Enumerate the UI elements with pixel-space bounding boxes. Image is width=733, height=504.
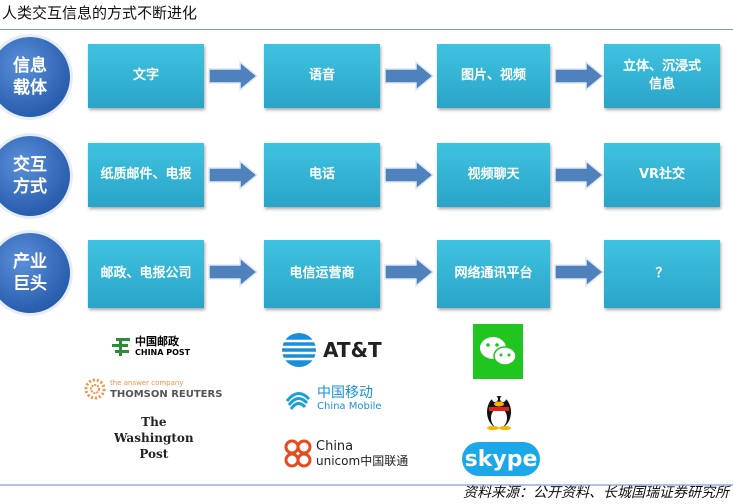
arrow-right-icon [384, 60, 435, 92]
logo-text: Post [139, 447, 169, 461]
page-title: 人类交互信息的方式不断进化 [2, 4, 198, 22]
qq-penguin-icon [487, 396, 511, 430]
row-label-circle: 信息 载体 [0, 37, 70, 117]
unicom-knot-icon [284, 439, 312, 468]
logo-text: 中国邮政 [135, 335, 179, 348]
logo-text: unicom [316, 454, 361, 468]
logo-text: the answer company [110, 379, 184, 387]
step-box: 纸质邮件、电报 [88, 143, 204, 207]
logo-text: China [316, 439, 354, 454]
arrow-right-icon [208, 159, 259, 191]
logo-text: Washington [114, 431, 194, 445]
step-box: 电信运营商 [264, 240, 380, 308]
reuters-dots-icon [84, 378, 106, 400]
step-box: 网络通讯平台 [437, 240, 550, 308]
logo-text: 中国移动 [317, 385, 373, 401]
skype-logo: skype [462, 442, 540, 476]
step-box: VR社交 [604, 143, 720, 207]
step-box: 邮政、电报公司 [88, 240, 204, 308]
divider [0, 484, 733, 486]
arrow-right-icon [554, 159, 605, 191]
step-box: ？ [604, 240, 720, 308]
step-box: 视频聊天 [437, 143, 550, 207]
row-label-circle: 产业 巨头 [0, 233, 70, 313]
logo-text: THOMSON REUTERS [110, 389, 223, 400]
row-label-circle: 交互 方式 [0, 136, 70, 216]
att-logo: AT&T [281, 332, 382, 368]
logo-text: AT&T [323, 338, 382, 362]
wechat-logo [473, 324, 523, 379]
logo-text: The [141, 415, 167, 429]
step-box: 文字 [88, 44, 204, 108]
wechat-icon [480, 336, 517, 366]
logo-text: CHINA POST [135, 348, 191, 357]
logo-text: skype [464, 446, 538, 472]
arrow-right-icon [208, 256, 259, 288]
qq-logo [485, 388, 513, 430]
china-mobile-icon [285, 392, 311, 410]
china-post-icon [112, 338, 130, 356]
arrow-right-icon [384, 159, 435, 191]
arrow-right-icon [554, 256, 605, 288]
step-box: 立体、沉浸式 信息 [604, 44, 720, 108]
arrow-right-icon [554, 60, 605, 92]
logo-text: 中国联通 [360, 454, 409, 468]
source-note: 资料来源：公开资料、长城国瑞证券研究所 [463, 485, 729, 501]
logo-text: China Mobile [317, 401, 382, 412]
step-box: 图片、视频 [437, 44, 550, 108]
arrow-right-icon [384, 256, 435, 288]
step-box: 电话 [264, 143, 380, 207]
step-box: 语音 [264, 44, 380, 108]
divider [0, 29, 733, 30]
arrow-right-icon [208, 60, 259, 92]
att-globe-icon [281, 333, 317, 367]
